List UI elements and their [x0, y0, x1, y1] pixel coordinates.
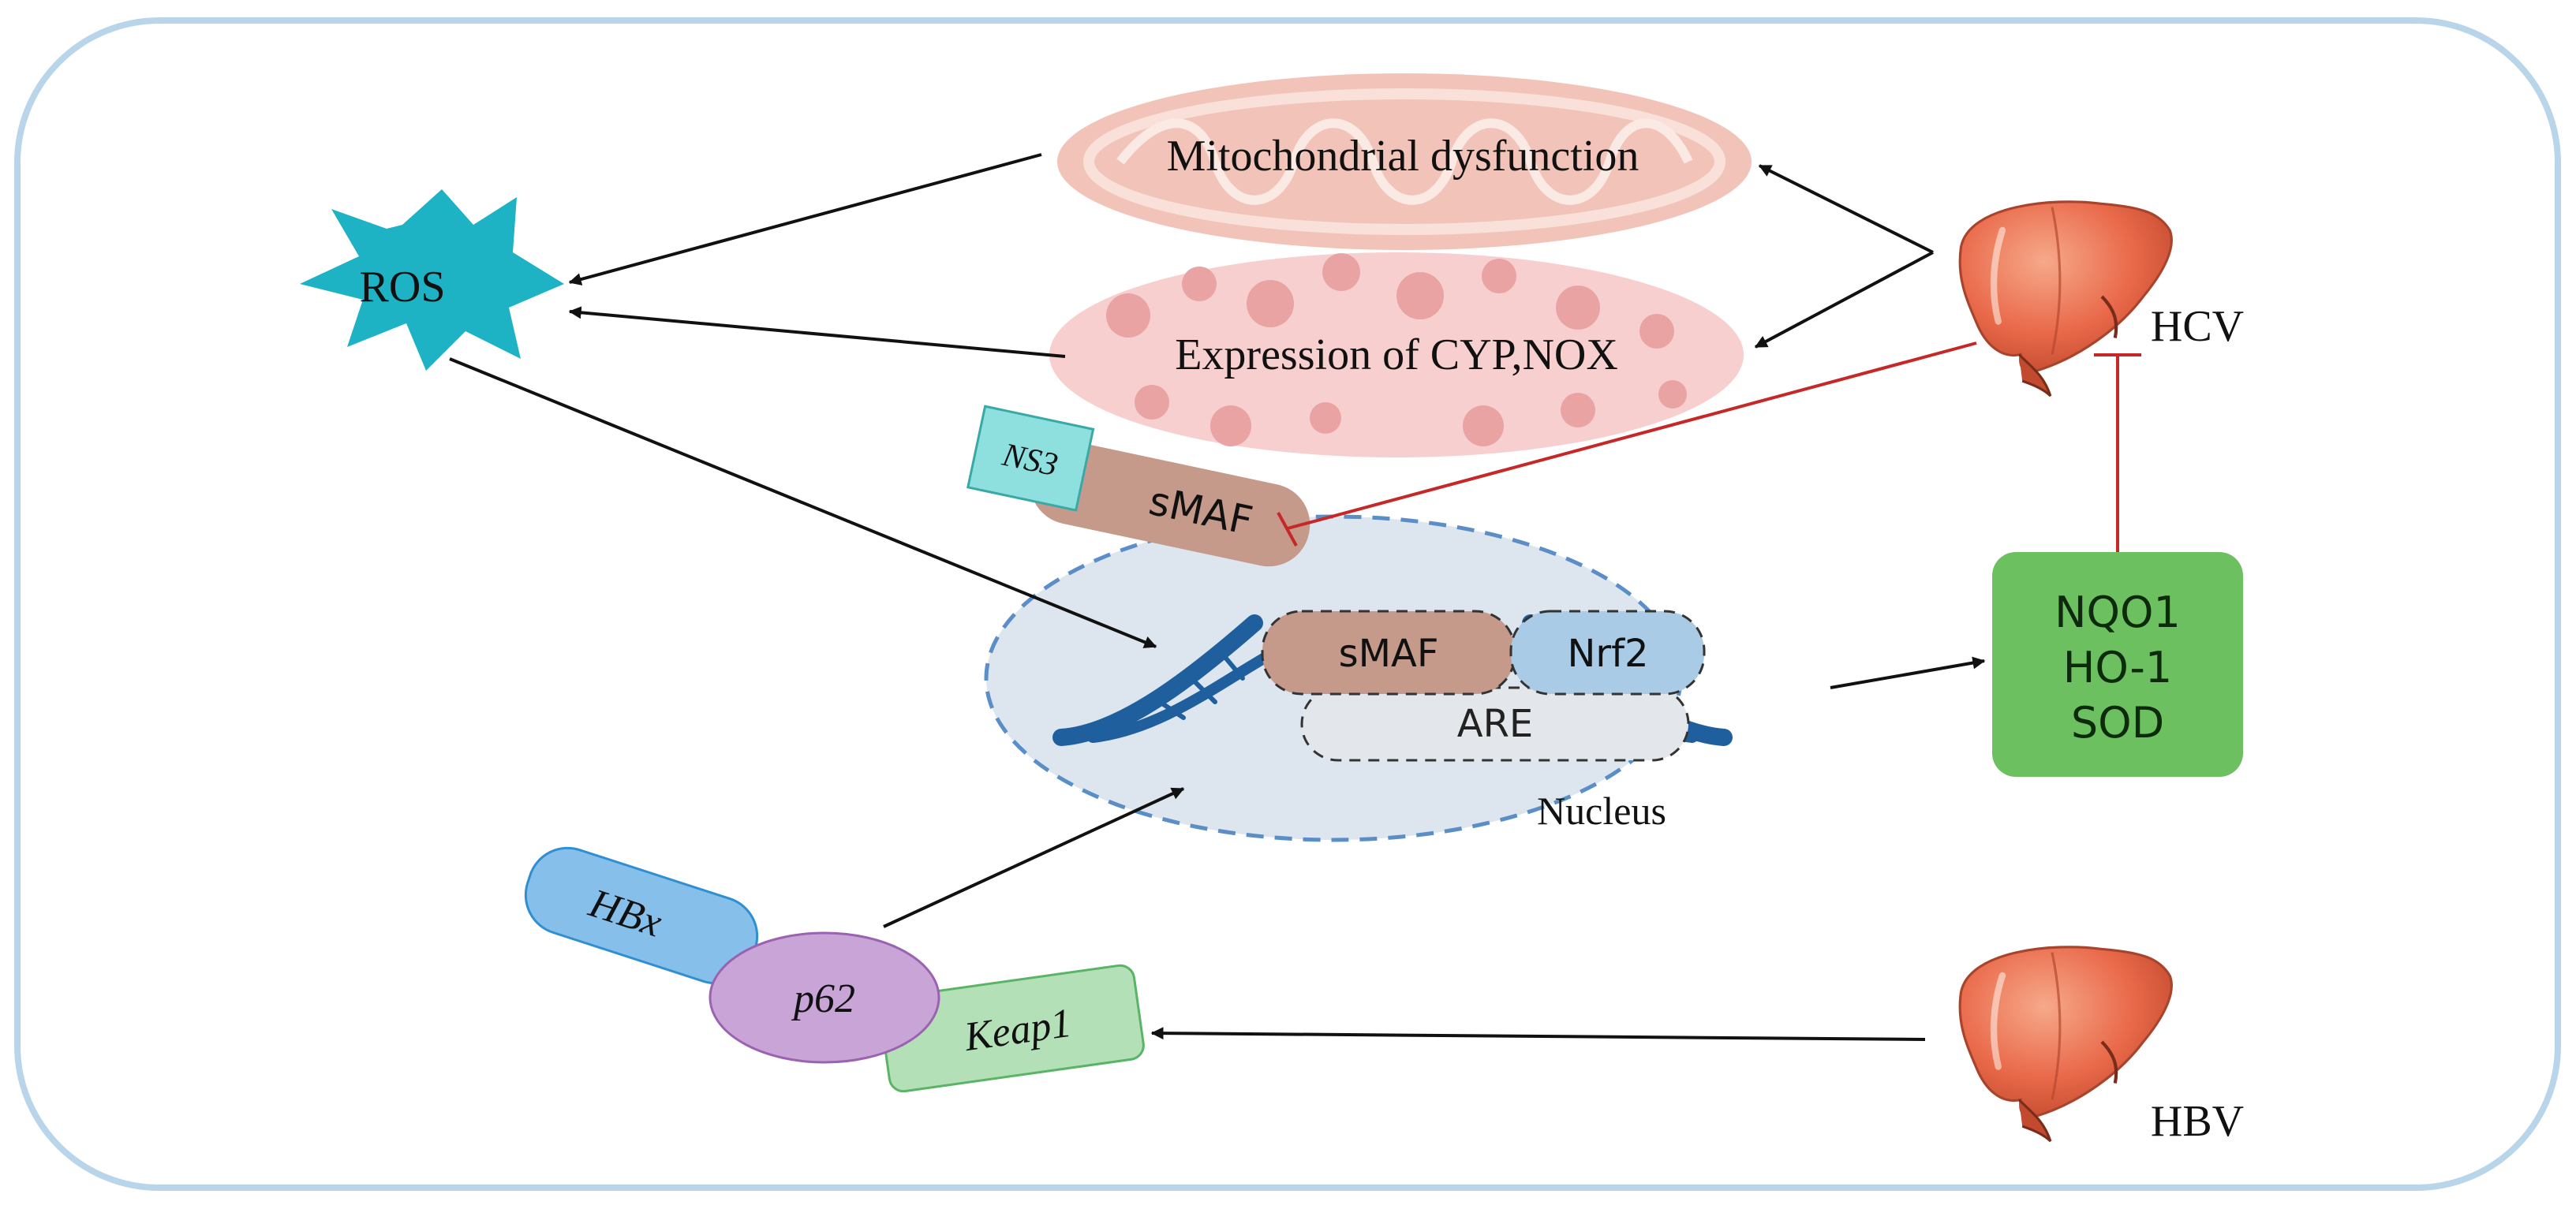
smaf-bound-label: sMAF: [1339, 632, 1439, 676]
hcv-label: HCV: [2151, 302, 2244, 351]
arrow-cyp-to-ros: [568, 306, 1066, 358]
arrow-hcv-to-mito: [1758, 164, 1934, 254]
ros-burst-icon: ROS: [300, 189, 564, 371]
mito-label: Mitochondrial dysfunction: [1167, 132, 1639, 181]
nrf2-label: Nrf2: [1567, 632, 1648, 676]
gene-ho1: HO-1: [2063, 643, 2172, 692]
nucleus-label: Nucleus: [1537, 789, 1666, 833]
arrow-ros-to-nucleus: [449, 357, 1157, 648]
smaf-bound: sMAF: [1261, 610, 1516, 696]
nrf2: Nrf2: [1509, 610, 1706, 696]
arrow-hcv-to-cyp: [1754, 251, 1934, 349]
arrow-mito-to-ros: [568, 153, 1042, 285]
gene-sod: SOD: [2071, 698, 2164, 748]
gene-nqo1: NQO1: [2054, 588, 2181, 637]
arrow-hbv-to-keap1: [1150, 1027, 1926, 1041]
ns3-box: [966, 405, 1095, 512]
hbv-label: HBV: [2151, 1097, 2244, 1146]
mitochondrion-icon: [1057, 73, 1752, 250]
are-label: ARE: [1457, 702, 1534, 746]
antioxidant-genes-box: NQO1 HO-1 SOD: [1992, 552, 2243, 777]
cyp-cell-icon: [1049, 252, 1744, 457]
ns3-smaf-complex: sMAF NS3: [966, 405, 1310, 567]
hbx-p62-keap1-complex: HBx Keap1 p62: [524, 846, 1145, 1093]
cyp-label: Expression of CYP,NOX: [1175, 330, 1618, 379]
inhibition-lines: [1277, 341, 2141, 552]
activation-arrows: [449, 153, 1986, 1041]
p62-oval: [708, 931, 940, 1064]
arrow-p62-to-nucleus: [883, 787, 1185, 928]
p62-label: p62: [791, 976, 855, 1021]
are-element: ARE: [1300, 686, 1690, 762]
arrow-dna-to-genes: [1830, 656, 1986, 689]
inhibit-hcv-to-smaf: [1287, 341, 1977, 530]
ros-label: ROS: [360, 263, 446, 312]
